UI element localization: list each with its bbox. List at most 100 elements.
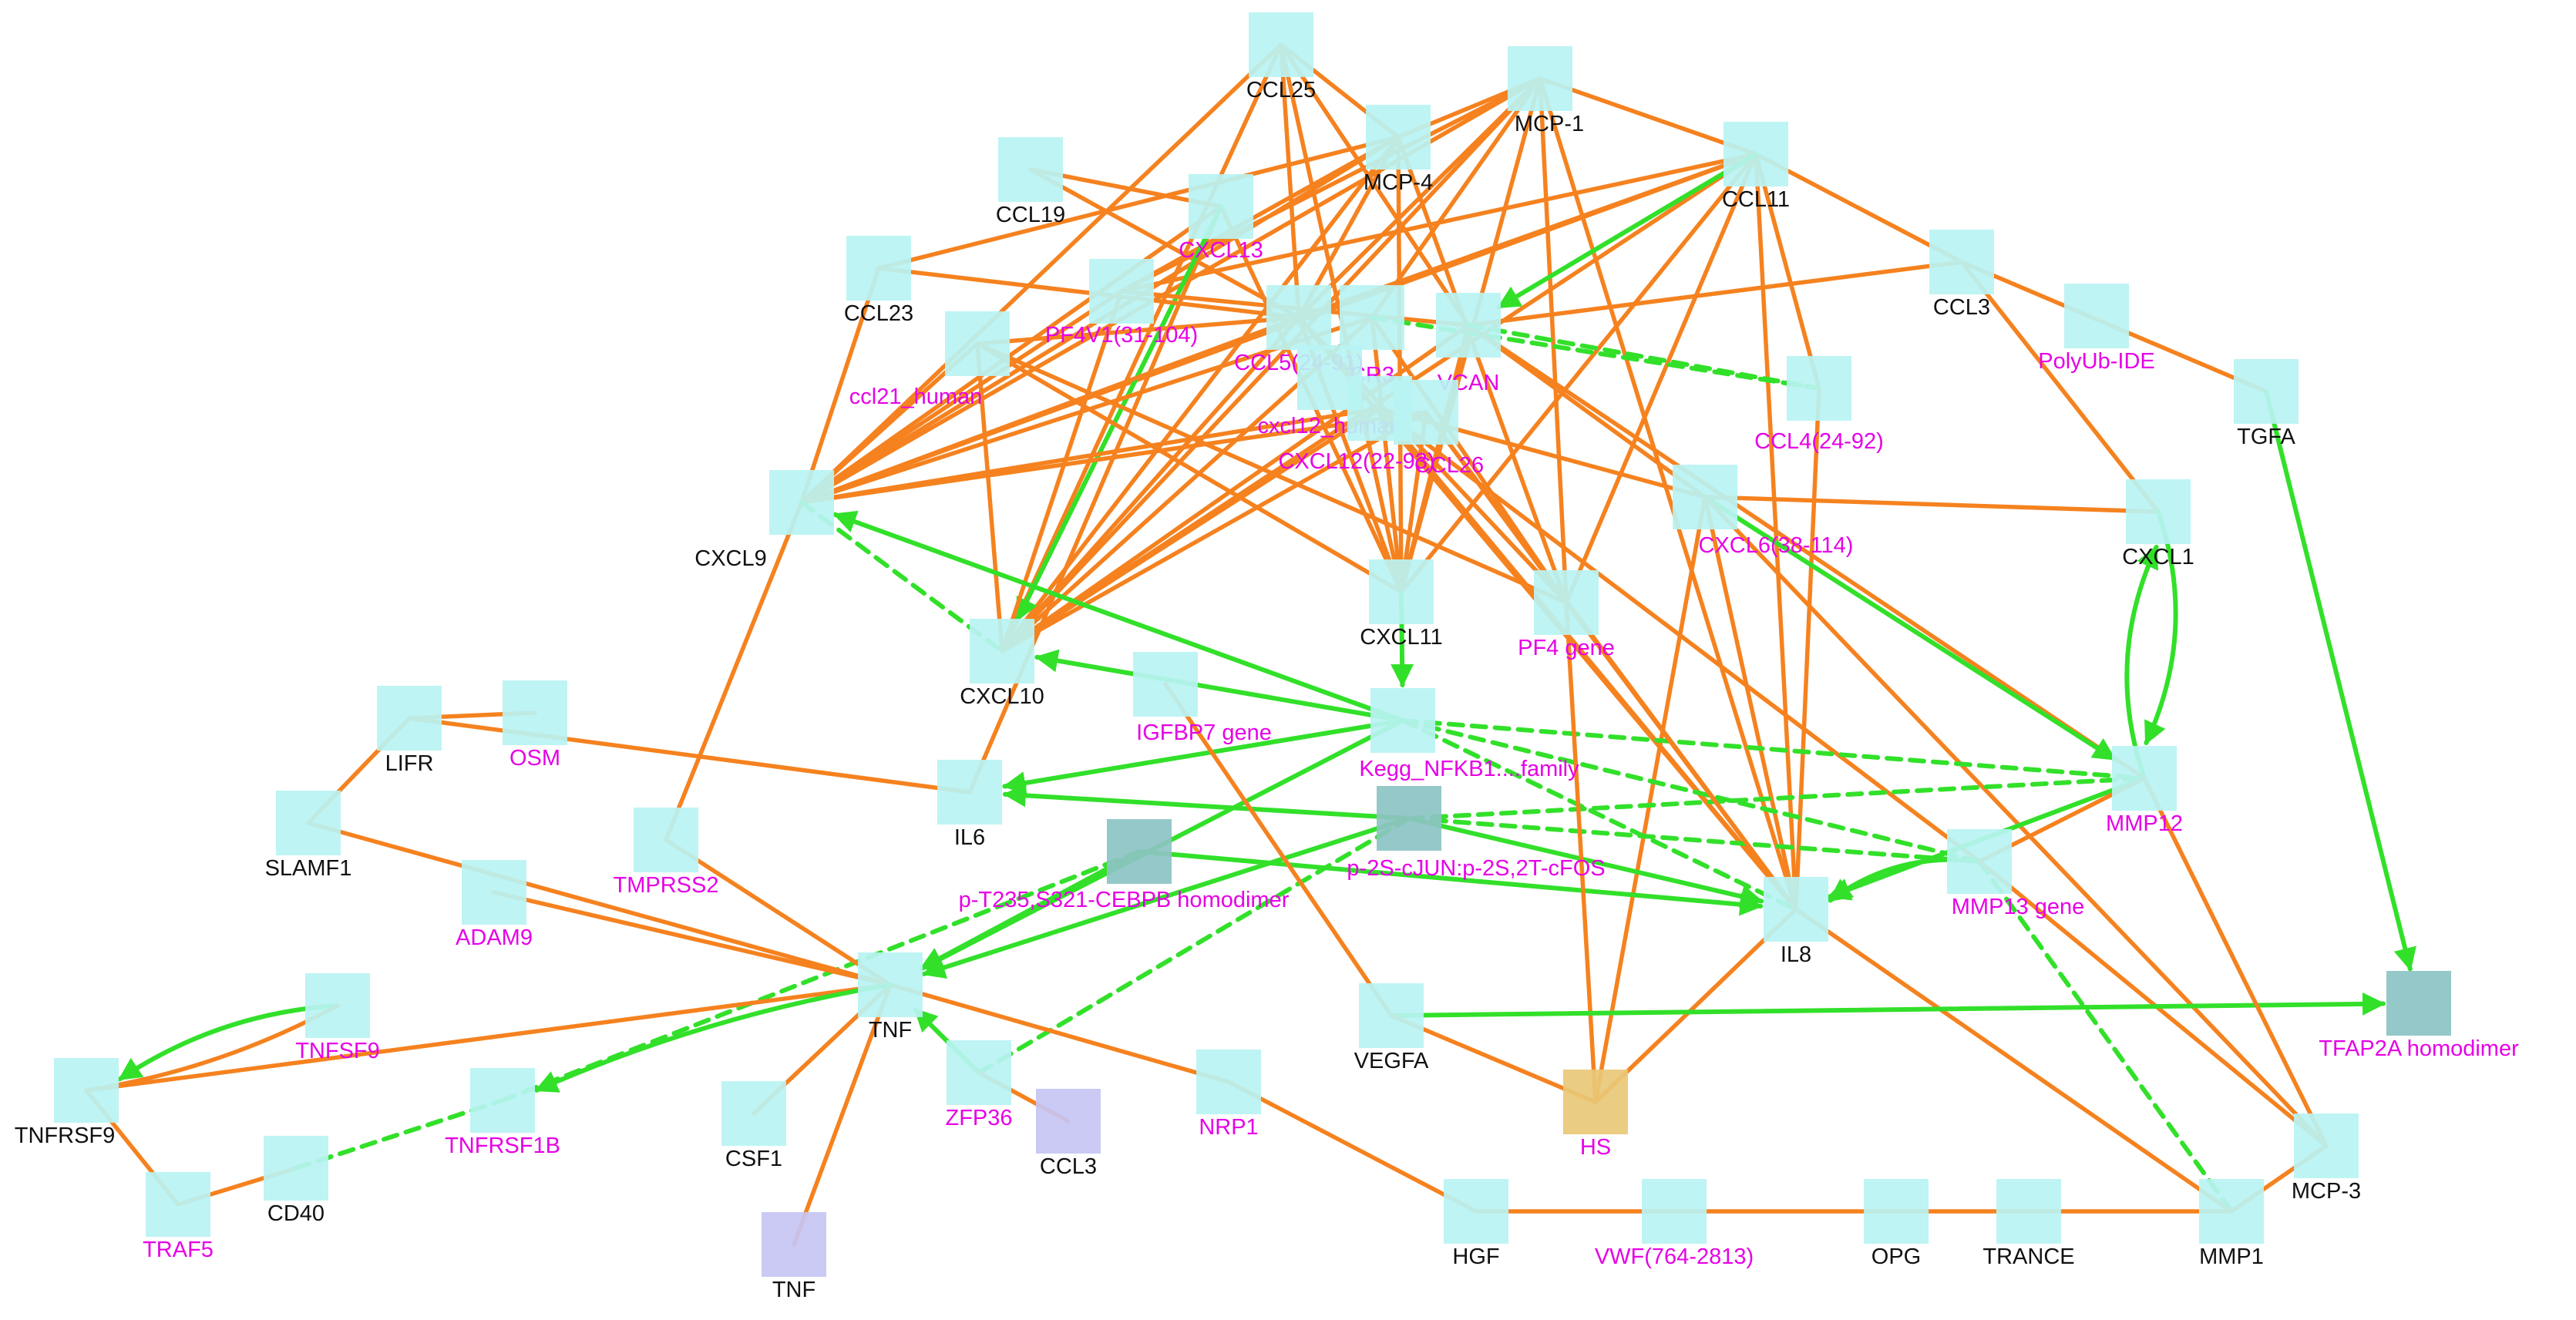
node-box-cxcl9[interactable] bbox=[769, 470, 834, 535]
node-box-trance[interactable] bbox=[1996, 1179, 2061, 1244]
node-mmp13[interactable]: MMP13 gene bbox=[1947, 829, 2084, 919]
node-box-cxcl11[interactable] bbox=[1369, 559, 1434, 624]
node-box-tnf[interactable] bbox=[858, 952, 923, 1017]
node-adam9[interactable]: ADAM9 bbox=[456, 860, 533, 950]
node-nfkb1[interactable]: Kegg_NFKB1....family bbox=[1359, 688, 1579, 781]
node-ccl4[interactable]: CCL4(24-92) bbox=[1754, 356, 1884, 454]
node-il8[interactable]: IL8 bbox=[1764, 877, 1828, 967]
node-box-slamf1[interactable] bbox=[276, 791, 341, 855]
node-box-vwf[interactable] bbox=[1642, 1179, 1707, 1244]
node-cxcl13[interactable]: CXCL13 bbox=[1179, 174, 1263, 263]
node-box-hs[interactable] bbox=[1563, 1070, 1628, 1134]
node-opg[interactable]: OPG bbox=[1864, 1179, 1929, 1269]
node-box-tfap2a[interactable] bbox=[2386, 971, 2451, 1036]
node-box-lifr[interactable] bbox=[377, 686, 442, 751]
node-vegfa[interactable]: VEGFA bbox=[1354, 983, 1429, 1073]
node-ccl11[interactable]: CCL11 bbox=[1722, 122, 1790, 212]
node-cxcl11[interactable]: CXCL11 bbox=[1360, 559, 1443, 650]
node-ccl26[interactable]: CCL26 bbox=[1394, 380, 1484, 478]
node-il6[interactable]: IL6 bbox=[937, 760, 1002, 850]
node-box-hgf[interactable] bbox=[1444, 1179, 1508, 1244]
node-box-osm[interactable] bbox=[503, 680, 567, 745]
node-tmprss2[interactable]: TMPRSS2 bbox=[614, 808, 719, 898]
node-cd40[interactable]: CD40 bbox=[264, 1136, 328, 1226]
node-box-mcp-1[interactable] bbox=[1508, 46, 1572, 111]
node-tnf_bottom[interactable]: TNF bbox=[762, 1212, 826, 1302]
node-box-vegfa[interactable] bbox=[1359, 983, 1424, 1048]
node-box-ccl5[interactable] bbox=[1266, 285, 1331, 350]
node-ccl21[interactable]: ccl21_human bbox=[849, 311, 1010, 409]
node-box-cjun[interactable] bbox=[1377, 786, 1441, 851]
node-hgf[interactable]: HGF bbox=[1444, 1179, 1508, 1269]
node-mcp-3[interactable]: MCP-3 bbox=[2292, 1113, 2361, 1204]
node-mmp12[interactable]: MMP12 bbox=[2106, 746, 2183, 836]
node-vwf[interactable]: VWF(764-2813) bbox=[1595, 1179, 1754, 1269]
node-box-cebpb[interactable] bbox=[1107, 819, 1172, 884]
node-pf4v1[interactable]: PF4V1(31-104) bbox=[1045, 259, 1198, 348]
node-box-tnfrsf1b[interactable] bbox=[470, 1068, 535, 1133]
node-box-ccl3_top[interactable] bbox=[1929, 230, 1994, 294]
node-box-adam9[interactable] bbox=[462, 860, 526, 925]
node-cxcl9[interactable]: CXCL9 bbox=[694, 470, 834, 571]
node-box-tmprss2[interactable] bbox=[634, 808, 698, 872]
node-box-tnfrsf9[interactable] bbox=[54, 1058, 119, 1123]
node-ccl3_top[interactable]: CCL3 bbox=[1929, 230, 1994, 320]
node-cebpb[interactable]: p-T235,S321-CEBPB homodimer bbox=[959, 819, 1290, 912]
node-box-ccl25[interactable] bbox=[1249, 12, 1313, 77]
node-box-ccl3_bottom[interactable] bbox=[1036, 1089, 1101, 1154]
node-lifr[interactable]: LIFR bbox=[377, 686, 442, 776]
node-ccl19[interactable]: CCL19 bbox=[996, 137, 1065, 227]
node-box-opg[interactable] bbox=[1864, 1179, 1929, 1244]
node-box-pf4v1[interactable] bbox=[1089, 259, 1154, 324]
node-polyub[interactable]: PolyUb-IDE bbox=[2038, 284, 2155, 374]
node-mmp1[interactable]: MMP1 bbox=[2199, 1179, 2264, 1269]
node-pf4[interactable]: PF4 gene bbox=[1518, 570, 1615, 660]
node-box-tnf_bottom[interactable] bbox=[762, 1212, 826, 1277]
node-box-cxcl10[interactable] bbox=[970, 619, 1034, 684]
node-tgfa[interactable]: TGFA bbox=[2234, 359, 2299, 449]
node-tfap2a[interactable]: TFAP2A homodimer bbox=[2319, 971, 2519, 1061]
node-box-il6[interactable] bbox=[937, 760, 1002, 825]
node-nrp1[interactable]: NRP1 bbox=[1196, 1050, 1261, 1140]
node-osm[interactable]: OSM bbox=[503, 680, 567, 771]
node-box-ccl23[interactable] bbox=[846, 236, 911, 301]
node-traf5[interactable]: TRAF5 bbox=[143, 1172, 214, 1262]
node-box-mmp1[interactable] bbox=[2199, 1179, 2264, 1244]
node-box-nfkb1[interactable] bbox=[1370, 688, 1435, 753]
node-box-mmp12[interactable] bbox=[2112, 746, 2177, 811]
node-box-csf1[interactable] bbox=[721, 1081, 786, 1146]
node-box-pf4[interactable] bbox=[1534, 570, 1599, 635]
node-mcp-1[interactable]: MCP-1 bbox=[1508, 46, 1584, 136]
node-box-vcan[interactable] bbox=[1436, 293, 1501, 358]
node-box-ccl21[interactable] bbox=[945, 311, 1010, 376]
node-box-cr3[interactable] bbox=[1340, 285, 1404, 350]
node-tnfrsf9[interactable]: TNFRSF9 bbox=[15, 1058, 119, 1148]
node-box-zfp36[interactable] bbox=[947, 1040, 1011, 1105]
node-igfbp7[interactable]: IGFBP7 gene bbox=[1133, 652, 1272, 745]
node-box-ccl4[interactable] bbox=[1787, 356, 1851, 421]
node-box-ccl26[interactable] bbox=[1394, 380, 1458, 445]
node-tnfrsf1b[interactable]: TNFRSF1B bbox=[445, 1068, 560, 1158]
node-tnfsf9[interactable]: TNFSF9 bbox=[295, 973, 380, 1063]
node-box-mcp-3[interactable] bbox=[2294, 1113, 2359, 1178]
node-cxcl10[interactable]: CXCL10 bbox=[960, 619, 1044, 709]
node-box-tnfsf9[interactable] bbox=[305, 973, 370, 1038]
node-box-il8[interactable] bbox=[1764, 877, 1828, 942]
node-box-traf5[interactable] bbox=[146, 1172, 210, 1237]
node-zfp36[interactable]: ZFP36 bbox=[945, 1040, 1013, 1130]
node-box-nrp1[interactable] bbox=[1196, 1050, 1261, 1114]
node-ccl25[interactable]: CCL25 bbox=[1246, 12, 1316, 102]
node-box-ccl19[interactable] bbox=[998, 137, 1063, 202]
node-box-cxcl13[interactable] bbox=[1189, 174, 1253, 239]
node-box-tgfa[interactable] bbox=[2234, 359, 2299, 424]
node-trance[interactable]: TRANCE bbox=[1982, 1179, 2075, 1269]
node-cxcl1[interactable]: CXCL1 bbox=[2122, 479, 2194, 569]
node-csf1[interactable]: CSF1 bbox=[721, 1081, 786, 1171]
node-ccl23[interactable]: CCL23 bbox=[844, 236, 913, 326]
node-box-cxcl1[interactable] bbox=[2126, 479, 2191, 544]
node-vcan[interactable]: VCAN bbox=[1436, 293, 1501, 395]
node-box-igfbp7[interactable] bbox=[1133, 652, 1198, 717]
node-cxcl6[interactable]: CXCL6(38-114) bbox=[1673, 465, 1853, 558]
node-cjun[interactable]: p-2S-cJUN:p-2S,2T-cFOS bbox=[1347, 786, 1606, 881]
node-box-cd40[interactable] bbox=[264, 1136, 328, 1201]
